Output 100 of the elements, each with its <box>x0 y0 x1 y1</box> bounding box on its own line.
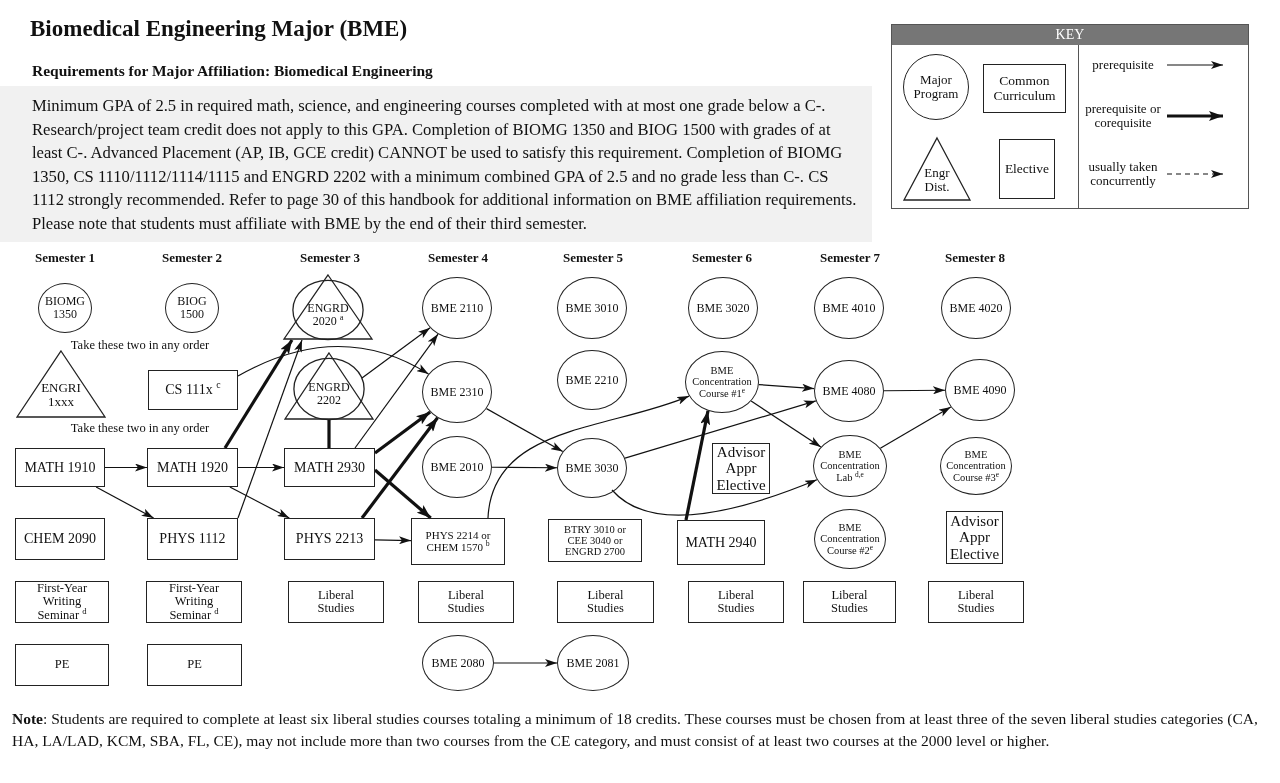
arrow <box>360 416 439 519</box>
course-label: ENGRI 1xxx <box>40 380 82 410</box>
course-label: BME 4090 <box>953 383 1007 397</box>
course-label: BME Concentration Course #2$^{e}$ <box>819 522 881 556</box>
course-label: BME 2081 <box>566 656 620 670</box>
legend-label: prerequisite or corequisite <box>1084 102 1162 131</box>
course-box <box>557 581 654 623</box>
elective-box <box>999 139 1055 199</box>
course-label: Liberal Studies <box>830 588 869 616</box>
course-box <box>677 520 765 565</box>
course-label: Liberal Studies <box>586 588 625 616</box>
semester-header: Semester 5 <box>561 250 624 266</box>
course-label: BIOG 1500 <box>176 295 208 321</box>
subheading: Requirements for Major Affiliation: Biomedical Engineering <box>32 62 434 80</box>
arrow <box>750 400 822 448</box>
connector-line <box>327 420 331 448</box>
course-circle-triangle <box>284 352 374 420</box>
legend-label: prerequisite <box>1091 58 1155 73</box>
course-box <box>15 518 105 560</box>
course-label: PHYS 2213 <box>295 531 364 547</box>
arrow <box>487 395 690 519</box>
course-box <box>284 448 375 487</box>
course-label: MATH 2940 <box>685 534 757 551</box>
key-label: Common Curriculum <box>992 73 1057 104</box>
semester-header: Semester 2 <box>160 250 223 266</box>
note-text: Take these two in any order <box>69 421 211 436</box>
course-label: BME Concentration Course #1$^{e}$ <box>691 365 753 399</box>
course-box <box>288 581 384 623</box>
arrow <box>879 406 952 449</box>
note-text: Take these two in any order <box>69 338 211 353</box>
arrow <box>237 339 303 519</box>
course-box <box>147 644 242 686</box>
requirements-paragraph: Minimum GPA of 2.5 in required math, science, and engineering courses completed with at most one grade below a C-. Research/project team credit does not apply to this GPA. Completion of BIOMG 1350 and BIOG 1500 with grades of at least C-. Advanced Placement (AP, IB, GCE credit) CANNOT be used to satisfy this requirement. Completion of BIOMG 1350, CS 1110/1112/1114/1115 and ENGRD 2202 with a minimum combined GPA of 2.5 and no grade less than C-. CS 1112 strongly recommended. Refer to page 30 of this handbook for additional information on BME affiliation requirements. Please note that students must affiliate with BME by the end of their third semester. <box>0 86 872 242</box>
course-box <box>15 448 105 487</box>
arrow <box>223 339 294 449</box>
course-box <box>146 581 242 623</box>
course-label: BME 4020 <box>949 301 1003 315</box>
course-label: Advisor Appr Elective <box>715 444 767 493</box>
course-label: Advisor Appr Elective <box>948 513 1001 562</box>
course-label: PE <box>54 658 70 672</box>
arrow <box>373 468 432 520</box>
arrow <box>374 536 412 545</box>
arrow <box>374 410 432 455</box>
course-label: BME 3030 <box>565 461 619 475</box>
course-label: BME 2010 <box>430 460 484 474</box>
course-label: CS 111x $^{c}$ <box>165 382 221 398</box>
key-label: Major Program <box>912 72 960 102</box>
course-box <box>15 644 109 686</box>
semester-header: Semester 1 <box>33 250 96 266</box>
course-label: Liberal Studies <box>316 588 356 616</box>
course-label: BME 2080 <box>431 656 485 670</box>
semester-header: Semester 7 <box>818 250 881 266</box>
key-label: Elective <box>1004 161 1050 177</box>
arrow <box>624 400 817 459</box>
course-label: BME 3020 <box>696 301 750 315</box>
course-box <box>983 64 1066 113</box>
course-label: ENGRD 2020 $^{a}$ <box>306 302 350 328</box>
course-label: CHEM 2090 <box>24 531 96 547</box>
course-label: First-Year Writing Seminar $^{d}$ <box>167 581 221 623</box>
arrow <box>229 486 290 519</box>
course-label: Liberal Studies <box>716 588 756 616</box>
course-box <box>688 581 784 623</box>
course-box <box>15 581 109 623</box>
course-label: BME 4080 <box>822 384 876 398</box>
course-label: BTRY 3010 or CEE 3040 or ENGRD 2700 <box>563 523 627 558</box>
key-panel <box>891 24 1249 209</box>
course-label: PHYS 1112 <box>159 531 226 547</box>
footnote: Note: Students are required to complete at least six liberal studies courses totaling a minimum of 18 credits. These courses must be chosen from at least three of the seven liberal studies categories (CA, HA, LA/LAD, KCM, SBA, FL, CE), may not include more than two courses from the CE category, and must consist of at least two courses at the 2000 level or higher. <box>12 709 1259 751</box>
course-label: BME Concentration Course #3$^{e}$ <box>945 449 1007 483</box>
arrow <box>237 345 430 377</box>
course-box <box>928 581 1024 623</box>
course-label: BME Concentration Lab $^{d,e}$ <box>819 449 881 483</box>
course-box <box>411 518 505 565</box>
course-label: BME 4010 <box>822 301 876 315</box>
arrow <box>237 463 285 472</box>
course-box <box>147 518 238 560</box>
arrow <box>684 410 711 521</box>
arrow <box>95 486 155 519</box>
course-label: BIOMG 1350 <box>44 295 86 321</box>
course-triangle <box>16 350 106 418</box>
arrow <box>485 408 564 453</box>
course-label: BME 3010 <box>565 301 619 315</box>
arrow <box>493 659 558 667</box>
course-label: MATH 2930 <box>293 459 366 476</box>
arrow <box>354 333 439 449</box>
course-box <box>548 519 642 562</box>
course-box <box>803 581 896 623</box>
arrow <box>611 479 818 516</box>
course-triangle <box>903 137 971 201</box>
semester-header: Semester 8 <box>943 250 1006 266</box>
course-circle-triangle <box>283 274 373 340</box>
course-label: PHYS 2214 or CHEM 1570 $^{b}$ <box>424 529 492 554</box>
arrow <box>491 463 558 472</box>
course-box <box>147 448 238 487</box>
arrow <box>361 327 431 379</box>
course-label: First-Year Writing Seminar $^{d}$ <box>35 581 89 623</box>
course-label: MATH 1920 <box>156 459 229 476</box>
key-label: Engr Dist. <box>923 165 951 195</box>
course-label: ENGRD 2202 <box>307 381 351 407</box>
title: Biomedical Engineering Major (BME) <box>30 16 408 42</box>
